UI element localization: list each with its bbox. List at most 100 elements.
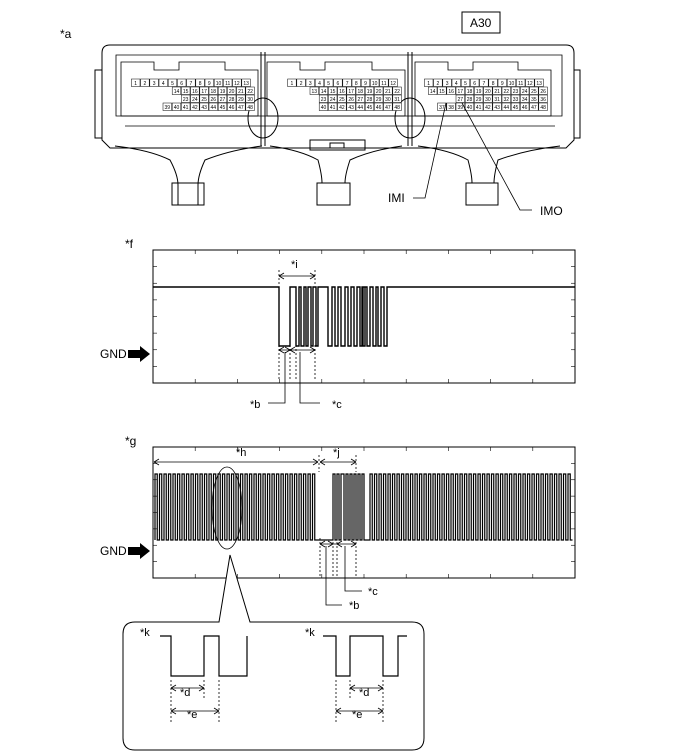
pin-cavity	[470, 78, 480, 87]
waveform-g-trace	[154, 473, 573, 541]
highlight-pulse-group	[211, 466, 243, 550]
pin-cavity	[199, 102, 209, 111]
pin-cavity	[392, 94, 402, 103]
pin-number: 14	[430, 89, 436, 95]
pin-cavity	[355, 102, 365, 111]
pin-number: 46	[229, 105, 235, 111]
connector-a30: *a A30	[60, 11, 581, 206]
pin-cavity	[333, 78, 343, 87]
pin-number: 19	[220, 89, 226, 95]
c-leader-f	[299, 352, 320, 404]
pin-number: 18	[358, 89, 364, 95]
pin-number: 35	[531, 97, 537, 103]
pin-cavity	[374, 86, 384, 95]
pin-cavity	[529, 102, 539, 111]
housing-inner-outline	[115, 54, 563, 117]
pin-number: 1	[427, 81, 430, 87]
housing-side-left	[94, 69, 102, 139]
pin-cavity	[236, 102, 246, 111]
pin-cavity	[162, 102, 172, 111]
pin-number: 46	[522, 105, 528, 111]
pin-cavity	[337, 102, 347, 111]
pin-number: 47	[238, 105, 244, 111]
pin-cavity	[364, 102, 375, 111]
pin-cavity	[245, 86, 255, 95]
pin-number: 34	[522, 97, 528, 103]
pin-cavity	[318, 102, 329, 111]
pin-number: 9	[208, 81, 211, 87]
pin-number: 13	[312, 89, 318, 95]
pin-cavity	[492, 94, 502, 103]
connector-id: A30	[470, 16, 492, 30]
pin-number: 3	[153, 81, 156, 87]
pin-number: 15	[183, 89, 189, 95]
pin-number: 24	[522, 89, 528, 95]
pin-cavity	[520, 86, 530, 95]
pin-number: 21	[494, 89, 500, 95]
highlight-right	[394, 97, 426, 139]
pin-cavity	[455, 86, 465, 95]
pin-cavity	[525, 78, 535, 87]
highlight-left	[247, 97, 279, 139]
pin-number: 10	[509, 81, 515, 87]
pin-cavity	[217, 86, 228, 95]
pin-cavity	[497, 78, 507, 87]
harness-2	[269, 145, 403, 184]
pin-cavity	[217, 102, 228, 111]
k-label-right: *k	[305, 627, 315, 639]
pin-number: 4	[318, 81, 321, 87]
pin-number: 31	[394, 97, 400, 103]
pin-cavity	[223, 78, 233, 87]
pin-cavity	[158, 78, 168, 87]
pin-cavity	[346, 94, 356, 103]
pin-number: 10	[216, 81, 222, 87]
pin-number: 21	[385, 89, 391, 95]
pin-cavity	[314, 78, 325, 87]
b-leader-f	[268, 352, 286, 404]
pin-cavity	[364, 86, 375, 95]
detail-right-d-arrows	[349, 684, 384, 692]
pin-cavity	[483, 94, 493, 103]
pin-number: 30	[247, 97, 253, 103]
pin-number: 25	[201, 97, 207, 103]
waveform-f-annotations	[268, 270, 320, 404]
pin-number: 45	[513, 105, 519, 111]
pin-number: 22	[394, 89, 400, 95]
pin-cavity	[446, 102, 456, 111]
pin-cavity	[227, 86, 237, 95]
pin-cavity	[442, 78, 452, 87]
pin-cavity	[236, 86, 246, 95]
connector-id-box	[461, 11, 501, 34]
gnd-label-g: GND	[100, 544, 127, 558]
pin-number: 11	[518, 81, 523, 87]
pin-number: 33	[513, 97, 519, 103]
pin-cavity	[199, 94, 209, 103]
pin-number: 27	[220, 97, 226, 103]
pin-block-3: 1312111098765432126252423222120191817161…	[414, 61, 552, 117]
waveform-f-grid	[153, 250, 575, 383]
harness-1-neck	[171, 182, 205, 206]
pin-number: 18	[211, 89, 217, 95]
pin-cavity	[510, 86, 521, 95]
pin-cavity	[296, 78, 306, 87]
pin-number: 29	[476, 97, 482, 103]
pin-cavity	[492, 102, 502, 111]
pin-cavity	[305, 78, 315, 87]
pin-cavity	[392, 102, 402, 111]
waveform-f-trace	[153, 286, 575, 347]
pin-cavity	[324, 78, 334, 87]
pin-number: 20	[229, 89, 235, 95]
pin-cavity	[520, 94, 530, 103]
pin-number: 32	[504, 97, 510, 103]
harness-3-neck	[465, 182, 499, 206]
pin-number: 42	[485, 105, 491, 111]
pin-number: 39	[458, 105, 464, 111]
waveform-g-grid	[153, 447, 575, 578]
pin-cavity	[355, 94, 365, 103]
pin-cavity	[534, 78, 544, 87]
pin-number: 2	[300, 81, 303, 87]
pin-cavity	[374, 102, 384, 111]
pin-number: 7	[346, 81, 349, 87]
pin-cavity	[474, 102, 484, 111]
